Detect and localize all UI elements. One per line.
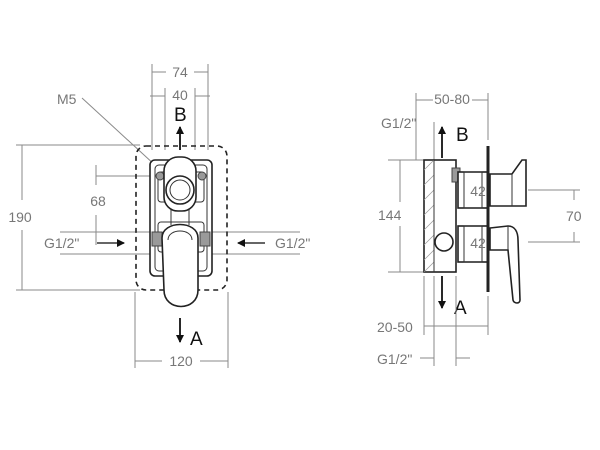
dim-74-label: 74 xyxy=(172,64,188,80)
dim-40-label: 40 xyxy=(172,87,188,103)
dim-74: 74 xyxy=(151,64,209,150)
dim-120-label: 120 xyxy=(169,353,193,369)
dim-144: 144 xyxy=(378,159,424,273)
dim-70-label: 70 xyxy=(566,208,582,224)
side-mixer-lever xyxy=(489,225,521,304)
dim-190-label: 190 xyxy=(8,209,32,225)
thread-m5-label: M5 xyxy=(57,91,77,107)
valve-lower-label: 42 xyxy=(470,235,486,251)
mount-screw-tr xyxy=(197,171,207,181)
mixer-lever xyxy=(161,223,199,308)
dim-120: 120 xyxy=(134,292,229,369)
inlet-left-label: G1/2" xyxy=(44,235,79,251)
front-view: 74 40 M5 190 68 xyxy=(8,64,310,369)
valve-lower: 42 xyxy=(457,225,489,263)
dim-50-80-label: 50-80 xyxy=(434,91,470,107)
inlet-left: G1/2" xyxy=(44,231,150,255)
dim-144-label: 144 xyxy=(378,207,402,223)
side-outlet-b-label: B xyxy=(456,125,469,146)
inlet-fitting-left xyxy=(151,231,163,247)
valve-upper-label: 42 xyxy=(470,183,486,199)
thread-m5-leader xyxy=(81,97,157,167)
side-outlet-a-label: A xyxy=(454,298,467,319)
outlet-a-label: A xyxy=(190,329,203,350)
dim-20-50: 20-50 xyxy=(377,276,489,335)
diverter-knob xyxy=(163,156,197,212)
dim-50-80: 50-80 xyxy=(415,91,489,160)
wall-box xyxy=(423,159,461,273)
dim-70: 70 xyxy=(528,189,582,243)
dim-190: 190 xyxy=(8,144,140,291)
outlet-b-label: B xyxy=(174,105,187,126)
dim-68-label: 68 xyxy=(90,193,106,209)
mount-screw-tl xyxy=(155,171,165,181)
side-port xyxy=(434,232,454,252)
side-view: 50-80 G1/2" B 144 xyxy=(377,91,582,367)
thread-bottom-label: G1/2" xyxy=(377,351,412,367)
dim-40: 40 xyxy=(150,87,210,150)
dim-20-50-label: 20-50 xyxy=(377,319,413,335)
valve-upper: 42 xyxy=(457,171,489,209)
inlet-right-label: G1/2" xyxy=(275,235,310,251)
inlet-fitting-right xyxy=(199,231,211,247)
thread-bottom: G1/2" xyxy=(377,276,470,367)
side-diverter-handle xyxy=(489,159,527,207)
thread-top-label: G1/2" xyxy=(381,115,416,131)
